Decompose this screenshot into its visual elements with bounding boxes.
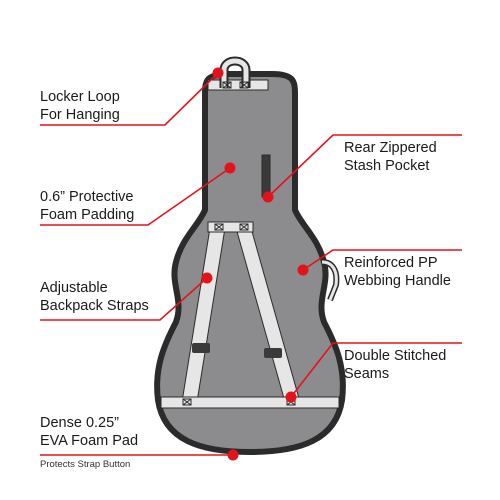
webbing-handle-leader (302, 249, 462, 271)
strap-top-anchor (207, 221, 254, 233)
stitched-seams-dot (285, 391, 297, 403)
foam-padding-leader (40, 167, 231, 226)
stash-pocket-dot (262, 191, 274, 203)
stitch-marks (182, 81, 296, 406)
webbing-handle-label: Reinforced PP Webbing Handle (344, 255, 451, 289)
left-strap-buckle (192, 343, 210, 353)
stitched-seams-leader (290, 342, 462, 398)
right-strap-buckle (264, 348, 282, 358)
webbing-handle-dot (297, 264, 309, 276)
stash-pocket-zipper (261, 154, 271, 198)
backpack-straps-leader (40, 277, 208, 321)
foam-padding-dot (224, 162, 236, 174)
stash-pocket-label: Rear Zippered Stash Pocket (344, 140, 437, 174)
locker-loop-dot (212, 67, 224, 79)
backpack-straps-dot (201, 272, 213, 284)
eva-pad-note: Protects Strap Button (40, 459, 131, 470)
bottom-band (160, 396, 340, 409)
stash-pocket-leader (267, 134, 462, 198)
eva-pad-label: Dense 0.25” EVA Foam Pad (40, 415, 139, 449)
foam-padding-label: 0.6” Protective Foam Padding (40, 189, 135, 223)
locker-loop-inner (221, 58, 249, 88)
stitched-seams-label: Double Stitched Seams (344, 348, 447, 382)
locker-loop-leader (40, 72, 219, 126)
backpack-straps-label: Adjustable Backpack Straps (40, 280, 149, 314)
eva-pad-dot (227, 449, 239, 461)
locker-loop-label: Locker Loop For Hanging (40, 89, 120, 123)
webbing-handle-inner (321, 260, 338, 301)
neck-top-band (207, 79, 269, 91)
